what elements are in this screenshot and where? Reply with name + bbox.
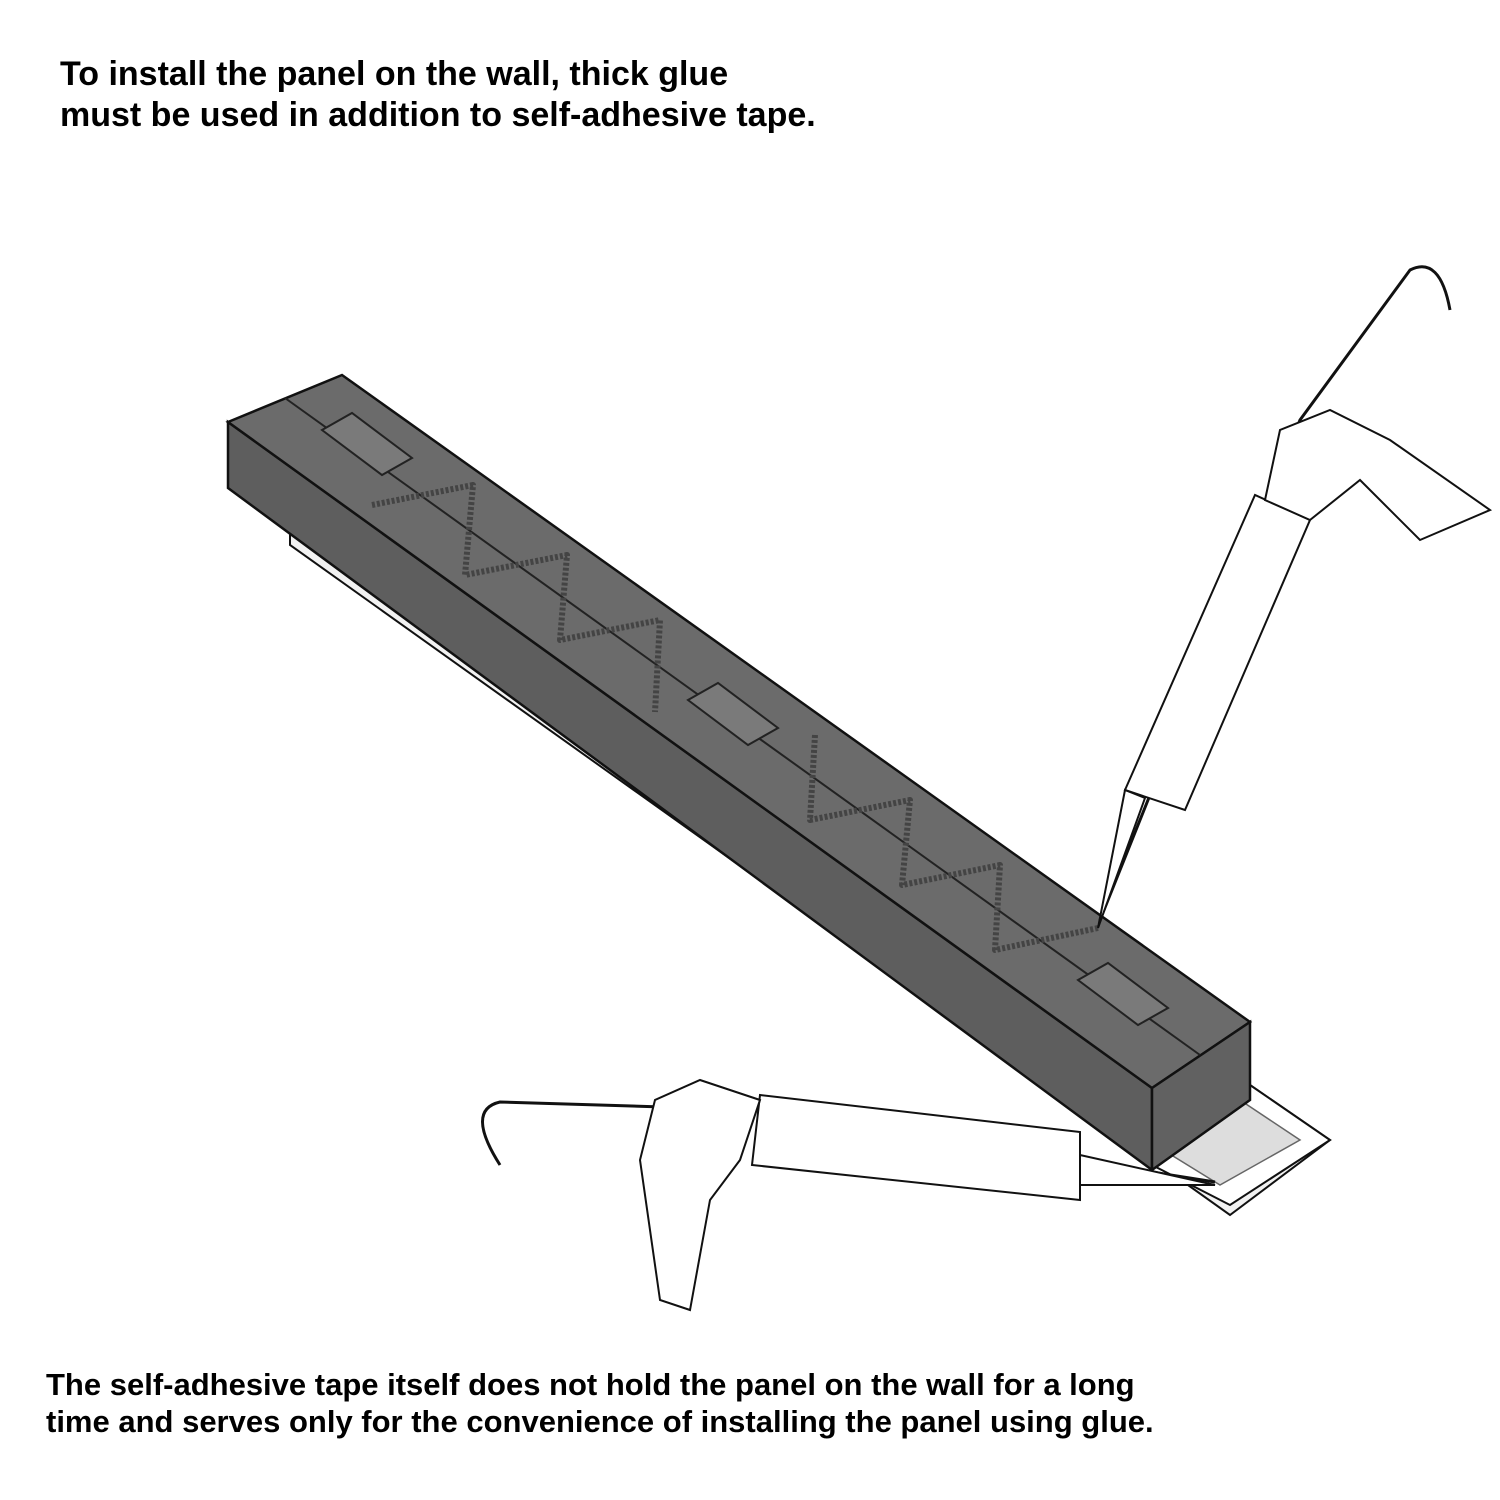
tape-pads (320, 411, 1170, 1027)
panel-end-face (1150, 1019, 1252, 1173)
gun-handle (1263, 408, 1493, 542)
glue-zigzag (371, 482, 663, 713)
bottom-instruction-caption: The self-adhesive tape itself does not h… (46, 1367, 1154, 1440)
gun-handle (638, 1078, 762, 1312)
gun-nozzle (1097, 788, 1147, 929)
tape-pad (320, 411, 414, 477)
gun-rod-icon (1098, 265, 1452, 921)
top-instruction-caption: To install the panel on the wall, thick … (60, 55, 816, 134)
tape-pad (1076, 961, 1170, 1027)
glue-zigzag (807, 734, 1099, 953)
gun-cartridge (750, 1093, 1081, 1202)
caulking-gun-upper (1097, 265, 1493, 929)
gun-rod-icon (481, 1100, 1216, 1184)
tape-pad (686, 681, 780, 747)
caulking-gun-lower (481, 1078, 1216, 1312)
gun-cartridge (1123, 493, 1312, 812)
panel-front-face (226, 419, 1154, 1173)
glue-beads (371, 482, 1099, 953)
